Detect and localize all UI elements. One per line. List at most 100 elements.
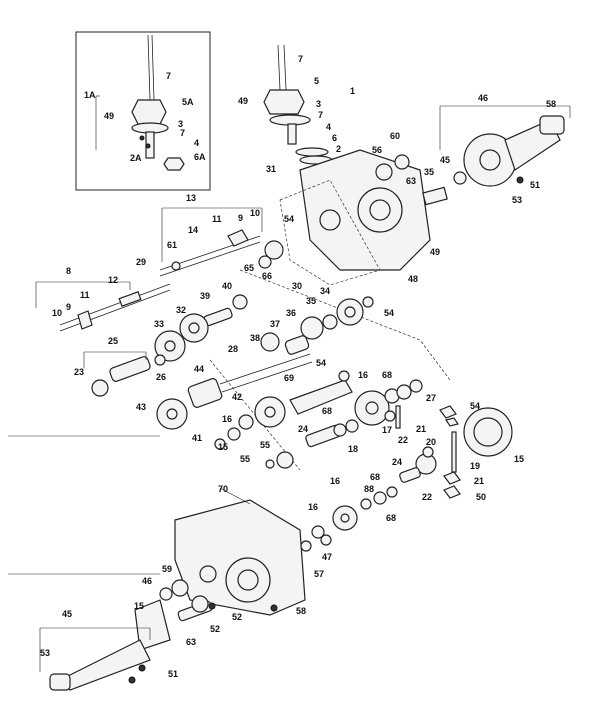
callout-label: 60 bbox=[390, 131, 400, 141]
callout-label: 54 bbox=[384, 308, 394, 318]
callout-label: 66 bbox=[262, 271, 272, 281]
callout-label: 4 bbox=[194, 138, 199, 148]
callout-label: 24 bbox=[392, 457, 402, 467]
callout-label: 1 bbox=[350, 86, 355, 96]
callout-label: 54 bbox=[470, 401, 480, 411]
upper-case-assembly bbox=[209, 44, 565, 471]
callout-label: 54 bbox=[316, 358, 326, 368]
callout-label: 69 bbox=[284, 373, 294, 383]
callout-label: 11 bbox=[212, 214, 222, 224]
callout-label: 10 bbox=[52, 308, 62, 318]
callout-label: 55 bbox=[260, 440, 270, 450]
callout-label: 17 bbox=[382, 425, 392, 435]
callout-label: 58 bbox=[546, 99, 556, 109]
callout-label: 3 bbox=[316, 99, 321, 109]
callout-label: 5 bbox=[314, 76, 319, 86]
callout-label: 30 bbox=[292, 281, 302, 291]
callout-label: 15 bbox=[514, 454, 524, 464]
callout-label: 34 bbox=[320, 286, 330, 296]
callout-label: 5A bbox=[182, 97, 194, 107]
callout-label: 29 bbox=[136, 257, 146, 267]
callout-label: 46 bbox=[478, 93, 488, 103]
callout-label: 52 bbox=[210, 624, 220, 634]
callout-label: 14 bbox=[188, 225, 198, 235]
callout-label: 63 bbox=[186, 637, 196, 647]
callout-label: 19 bbox=[470, 461, 480, 471]
callout-label: 20 bbox=[426, 437, 436, 447]
callout-label: 63 bbox=[406, 176, 416, 186]
callout-label: 43 bbox=[136, 402, 146, 412]
callout-label: 21 bbox=[416, 424, 426, 434]
callout-label: 49 bbox=[238, 96, 248, 106]
callout-label: 31 bbox=[266, 164, 276, 174]
callout-label: 7 bbox=[166, 71, 171, 81]
callout-label: 6A bbox=[194, 152, 206, 162]
callout-label: 59 bbox=[162, 564, 172, 574]
callout-label: 88 bbox=[364, 484, 374, 494]
callout-label: 40 bbox=[222, 281, 232, 291]
callout-label: 26 bbox=[156, 372, 166, 382]
callout-label: 7 bbox=[298, 54, 303, 64]
callout-label: 11 bbox=[80, 290, 90, 300]
callout-label: 27 bbox=[426, 393, 436, 403]
shift-rod-assemblies bbox=[59, 229, 284, 332]
callout-label: 52 bbox=[232, 612, 242, 622]
callout-label: 58 bbox=[296, 606, 306, 616]
callout-label: 1A bbox=[84, 90, 96, 100]
callout-label: 68 bbox=[386, 513, 396, 523]
callout-label: 65 bbox=[244, 263, 254, 273]
callout-label: 24 bbox=[298, 424, 308, 434]
group-brackets bbox=[8, 105, 571, 672]
callout-label: 9 bbox=[238, 213, 243, 223]
callout-label: 70 bbox=[218, 484, 228, 494]
callout-label: 68 bbox=[370, 472, 380, 482]
callout-label: 46 bbox=[142, 576, 152, 586]
callout-label: 56 bbox=[372, 145, 382, 155]
callout-label: 3 bbox=[178, 119, 183, 129]
callout-label: 36 bbox=[286, 308, 296, 318]
callout-label: 38 bbox=[250, 333, 260, 343]
callout-label: 49 bbox=[104, 111, 114, 121]
callout-label: 42 bbox=[232, 392, 242, 402]
callout-label: 53 bbox=[40, 648, 50, 658]
callout-label: 45 bbox=[440, 155, 450, 165]
callout-label: 15 bbox=[134, 601, 144, 611]
callout-label: 16 bbox=[222, 414, 232, 424]
callout-label: 68 bbox=[322, 406, 332, 416]
callout-label: 41 bbox=[192, 433, 202, 443]
callout-label: 21 bbox=[474, 476, 484, 486]
inset-1a-assembly bbox=[75, 31, 211, 191]
callout-label: 15 bbox=[218, 442, 228, 452]
callout-label: 10 bbox=[250, 208, 260, 218]
callout-label: 37 bbox=[270, 319, 280, 329]
callout-label: 9 bbox=[66, 302, 71, 312]
callout-label: 53 bbox=[512, 195, 522, 205]
callout-label: 7 bbox=[180, 128, 185, 138]
callout-label: 68 bbox=[382, 370, 392, 380]
callout-label: 8 bbox=[66, 266, 71, 276]
callout-label: 61 bbox=[167, 240, 177, 250]
callout-label: 35 bbox=[306, 296, 316, 306]
callout-label: 57 bbox=[314, 569, 324, 579]
callout-label: 2A bbox=[130, 153, 142, 163]
callout-label: 47 bbox=[322, 552, 332, 562]
callout-label: 22 bbox=[398, 435, 408, 445]
callout-label: 44 bbox=[194, 364, 204, 374]
callout-label: 48 bbox=[408, 274, 418, 284]
callout-label: 18 bbox=[348, 444, 358, 454]
callout-label: 32 bbox=[176, 305, 186, 315]
callout-label: 6 bbox=[332, 133, 337, 143]
callout-label: 50 bbox=[476, 492, 486, 502]
callout-label: 55 bbox=[240, 454, 250, 464]
callout-label: 12 bbox=[108, 275, 118, 285]
callout-label: 2 bbox=[336, 144, 341, 154]
callout-label: 7 bbox=[318, 110, 323, 120]
callout-labels: 7 1A 49 5A 3 7 2A 4 6A 7 5 1 49 3 7 4 6 … bbox=[40, 54, 556, 679]
callout-label: 35 bbox=[424, 167, 434, 177]
callout-label: 16 bbox=[308, 502, 318, 512]
callout-label: 28 bbox=[228, 344, 238, 354]
callout-label: 33 bbox=[154, 319, 164, 329]
callout-label: 51 bbox=[530, 180, 540, 190]
lower-case-assembly bbox=[49, 486, 398, 691]
callout-label: 25 bbox=[108, 336, 118, 346]
